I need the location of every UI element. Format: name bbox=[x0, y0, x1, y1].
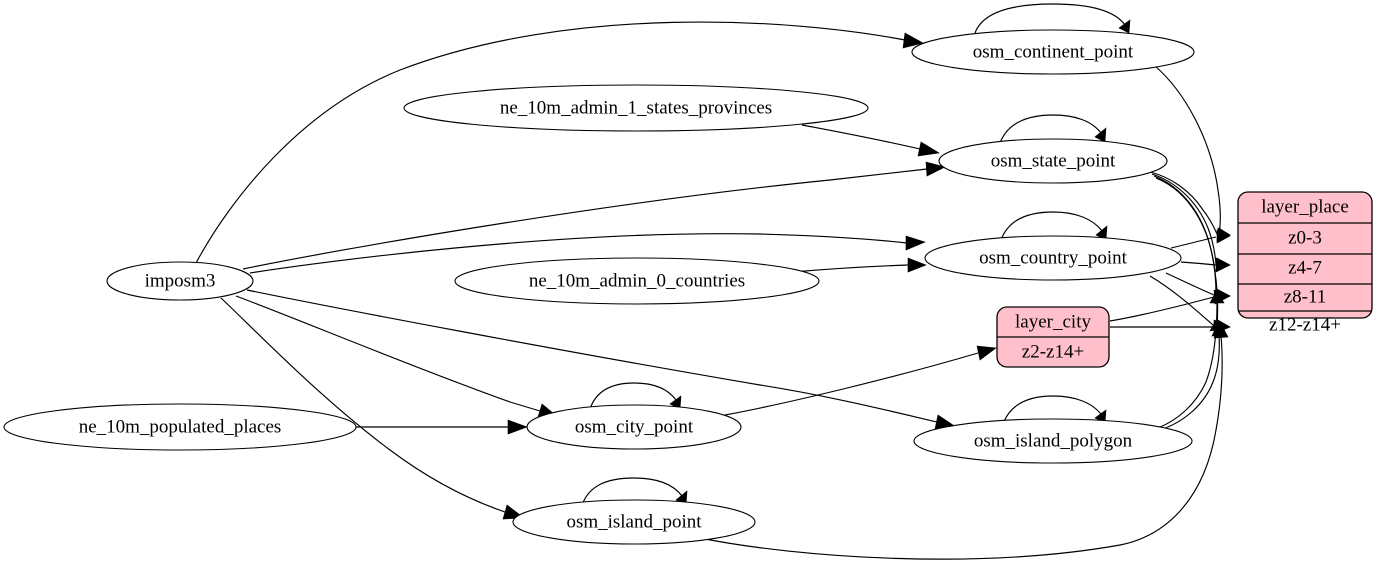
node-osm_city_point[interactable]: osm_city_point bbox=[526, 404, 742, 450]
edge-imposm3-to-osm_continent_point bbox=[195, 21, 924, 264]
node-ne_10m_populated_places-shape[interactable] bbox=[3, 403, 357, 451]
node-osm_island_polygon[interactable]: osm_island_polygon bbox=[913, 418, 1193, 464]
record-node-layer_place-box[interactable] bbox=[1237, 191, 1373, 319]
edge-osm_city_point-to-layer_city-z2_z14 bbox=[724, 345, 997, 416]
node-osm_island_point[interactable]: osm_island_point bbox=[512, 499, 756, 545]
edge-ne_10m_admin_1_states-to-osm_state_point bbox=[801, 124, 940, 157]
node-osm_state_point-shape[interactable] bbox=[938, 138, 1168, 184]
node-osm_state_point[interactable]: osm_state_point bbox=[938, 138, 1168, 184]
record-node-layer_place[interactable]: layer_place z0-3 z4-7 z8-11 z12-z14+ bbox=[1237, 191, 1373, 335]
node-osm_continent_point-shape[interactable] bbox=[911, 29, 1195, 75]
edge-ne_10m_admin_0_countries-to-osm_country_point bbox=[792, 257, 927, 273]
edge-self-loop-osm_continent_point bbox=[974, 3, 1131, 34]
node-layer: imposm3 ne_10m_populated_places ne_10m_a… bbox=[3, 29, 1195, 545]
edge-imposm3-to-osm_city_point bbox=[235, 295, 560, 419]
edge-ne_10m_populated_places-to-osm_city_point bbox=[356, 419, 528, 435]
node-ne_10m_populated_places[interactable]: ne_10m_populated_places bbox=[3, 403, 357, 451]
node-osm_country_point-shape[interactable] bbox=[924, 235, 1182, 281]
node-imposm3[interactable]: imposm3 bbox=[106, 261, 254, 301]
edge-osm_continent_point-to-layer_place-z0_3 bbox=[1154, 65, 1231, 243]
edge-osm_island_polygon-to-layer_place-z8_11 bbox=[1157, 289, 1225, 429]
node-osm_island_point-shape[interactable] bbox=[512, 499, 756, 545]
edge-imposm3-to-osm_country_point bbox=[249, 233, 926, 274]
node-osm_continent_point[interactable]: osm_continent_point bbox=[911, 29, 1195, 75]
node-osm_city_point-shape[interactable] bbox=[526, 404, 742, 450]
node-osm_country_point[interactable]: osm_country_point bbox=[924, 235, 1182, 281]
node-ne_10m_admin_0_countries-shape[interactable] bbox=[454, 257, 820, 305]
node-imposm3-shape[interactable] bbox=[106, 261, 254, 301]
node-ne_10m_admin_0_countries[interactable]: ne_10m_admin_0_countries bbox=[454, 257, 820, 305]
edge-imposm3-to-osm_state_point bbox=[242, 161, 946, 270]
node-osm_island_polygon-shape[interactable] bbox=[913, 418, 1193, 464]
node-ne_10m_admin_1_states_provinces[interactable]: ne_10m_admin_1_states_provinces bbox=[403, 84, 869, 132]
edge-self-loop-osm_state_point bbox=[999, 114, 1107, 144]
edge-layer bbox=[195, 3, 1231, 560]
record-node-layer_city[interactable]: layer_city z2-z14+ bbox=[996, 306, 1110, 368]
edge-osm_country_point-to-layer_place-z4_7 bbox=[1180, 257, 1231, 273]
edge-osm_island_point-to-layer_place-z12_z14 bbox=[699, 321, 1229, 560]
edge-layer_city-to-layer_place-z12_z14 bbox=[1110, 319, 1231, 335]
edge-osm_country_point-to-layer_place-z0_3 bbox=[1170, 229, 1231, 249]
node-ne_10m_admin_1_states_provinces-shape[interactable] bbox=[403, 84, 869, 132]
